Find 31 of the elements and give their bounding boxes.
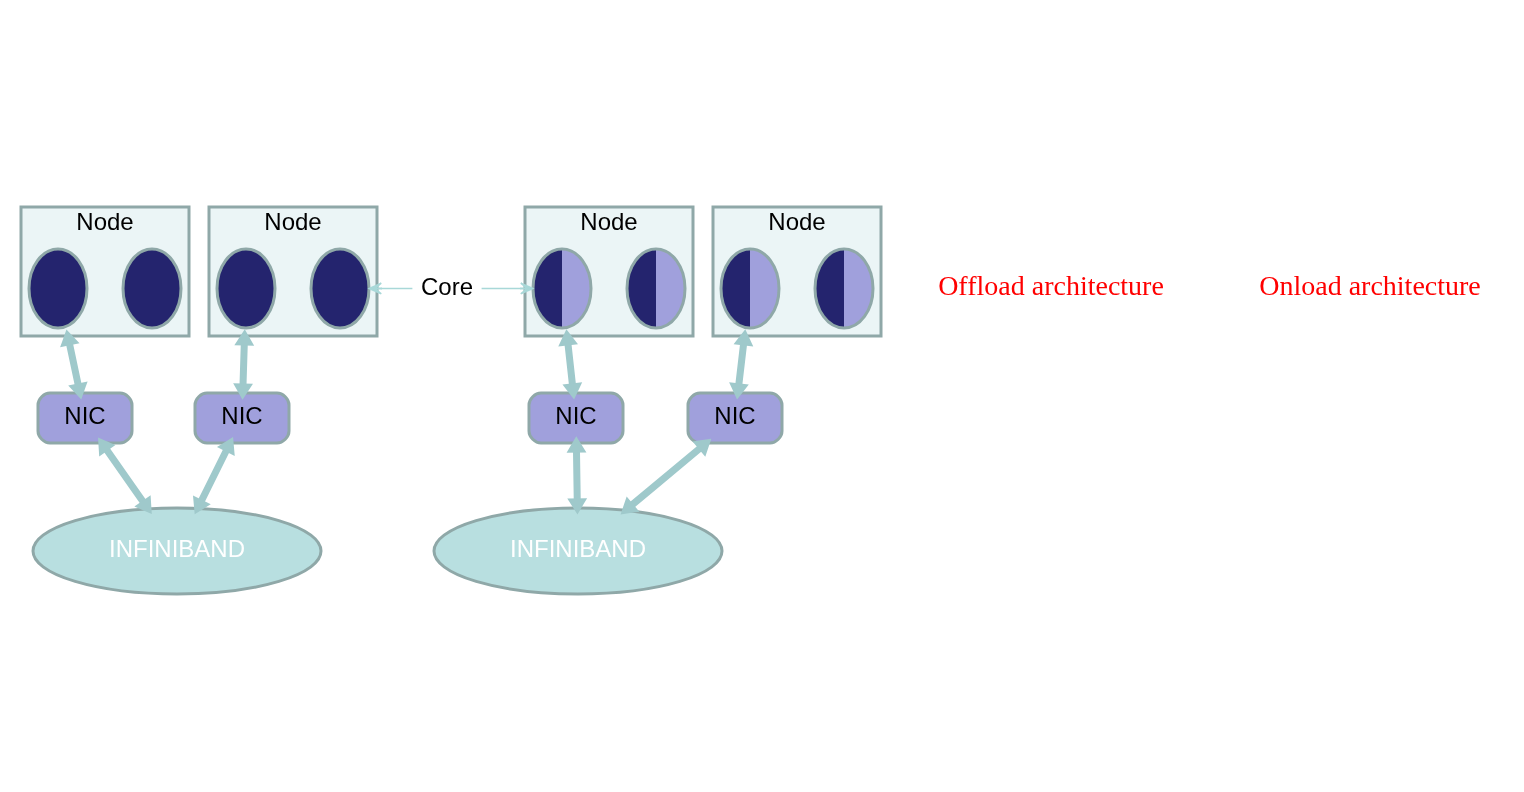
arrow xyxy=(233,328,255,400)
node-ellipse xyxy=(625,247,687,329)
label: Offload architecture xyxy=(938,269,1164,301)
arrow xyxy=(98,437,152,514)
node-box: NIC xyxy=(193,391,291,444)
cluster: Node xyxy=(207,205,379,337)
arrow xyxy=(60,328,88,399)
arrow xyxy=(480,281,534,295)
node-ellipse xyxy=(531,247,593,329)
node-ellipse xyxy=(813,247,875,329)
node-ellipse: INFINIBAND xyxy=(31,506,323,595)
cluster: Node xyxy=(19,205,191,337)
node-ellipse xyxy=(309,247,371,329)
arrow xyxy=(566,435,588,515)
node-box: NIC xyxy=(36,391,134,444)
arrow xyxy=(729,328,754,399)
node-text: Core xyxy=(420,272,474,300)
node-ellipse xyxy=(27,247,89,329)
label: Onload architecture xyxy=(1259,269,1481,301)
cluster: Node xyxy=(711,205,883,337)
arrow xyxy=(620,438,712,514)
arrow xyxy=(368,281,414,295)
node-box: NIC xyxy=(686,391,784,444)
node-ellipse xyxy=(719,247,781,329)
node-ellipse xyxy=(121,247,183,329)
arrow xyxy=(558,328,583,399)
node-ellipse: INFINIBAND xyxy=(432,506,724,595)
node-ellipse xyxy=(215,247,277,329)
node-box: NIC xyxy=(527,391,625,444)
arrow xyxy=(193,436,235,514)
cluster: Node xyxy=(523,205,695,337)
